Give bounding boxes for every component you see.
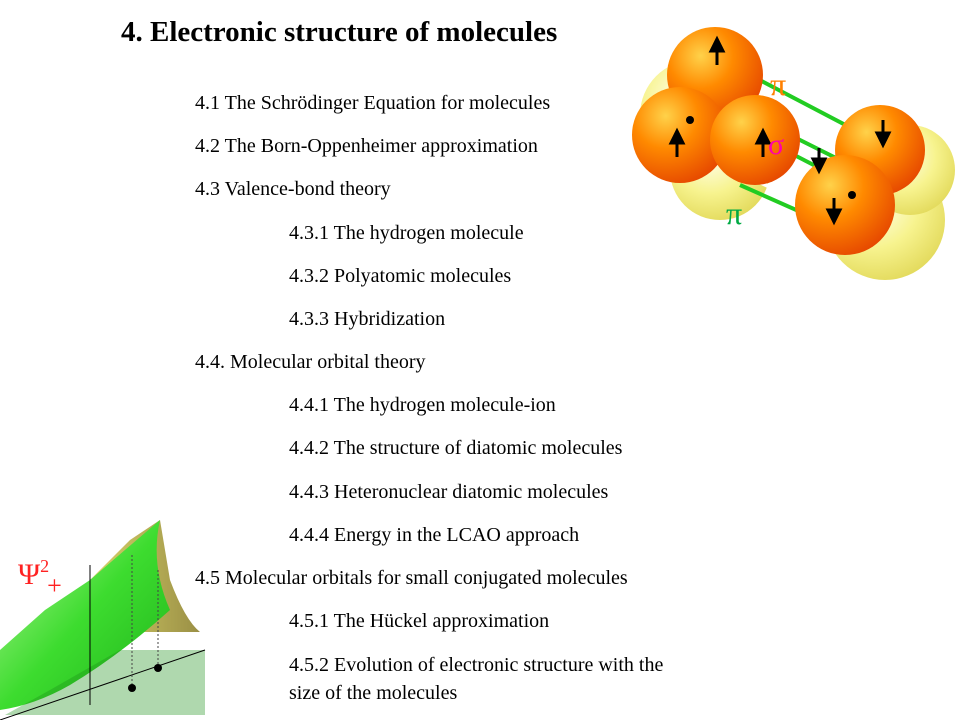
electron-dot bbox=[848, 191, 856, 199]
pi-label-bottom: π bbox=[726, 195, 742, 231]
bond-line bbox=[749, 73, 856, 132]
toc-item: 4.4.4 Energy in the LCAO approach bbox=[289, 524, 580, 546]
toc-item: 4.4.2 The structure of diatomic molecule… bbox=[289, 437, 623, 459]
slide-title: 4. Electronic structure of molecules bbox=[121, 16, 558, 48]
toc-item: 4.3 Valence-bond theory bbox=[195, 178, 391, 200]
pi-label-top: π bbox=[770, 66, 786, 102]
electron-dot bbox=[686, 116, 694, 124]
base-axis bbox=[0, 649, 206, 720]
toc-item: 4.3.2 Polyatomic molecules bbox=[289, 265, 512, 287]
toc-item: 4.4.1 The hydrogen molecule-ion bbox=[289, 394, 556, 416]
nucleus-dot bbox=[128, 684, 136, 692]
toc-item: size of the molecules bbox=[289, 682, 458, 704]
toc-item: 4.5.2 Evolution of electronic structure … bbox=[289, 654, 664, 676]
toc-item: 4.5 Molecular orbitals for small conjuga… bbox=[195, 567, 628, 589]
toc-item: 4.3.1 The hydrogen molecule bbox=[289, 222, 524, 244]
psi-label: Ψ2+ bbox=[18, 556, 62, 600]
toc-item: 4.5.1 The Hückel approximation bbox=[289, 610, 550, 632]
molecule-illustration: π σ π bbox=[632, 27, 955, 280]
nucleus-dot bbox=[154, 664, 162, 672]
sigma-label: σ bbox=[768, 128, 784, 161]
toc-item: 4.4.3 Heteronuclear diatomic molecules bbox=[289, 481, 609, 503]
orange-lobe bbox=[795, 155, 895, 255]
orange-lobe bbox=[710, 95, 800, 185]
toc-item: 4.1 The Schrödinger Equation for molecul… bbox=[195, 92, 551, 114]
toc-item: 4.4. Molecular orbital theory bbox=[195, 351, 426, 373]
psi-squared-plot: Ψ2+ bbox=[0, 520, 206, 720]
toc-item: 4.2 The Born-Oppenheimer approximation bbox=[195, 135, 538, 157]
toc-item: 4.3.3 Hybridization bbox=[289, 308, 446, 330]
front-surface bbox=[0, 520, 170, 710]
